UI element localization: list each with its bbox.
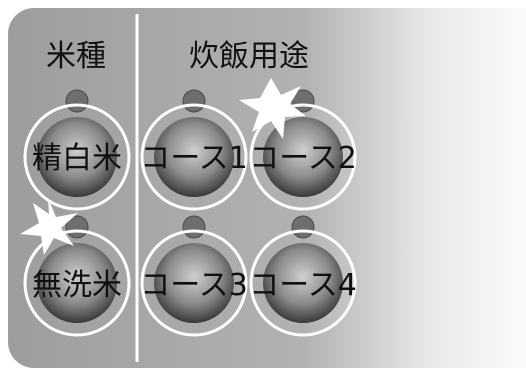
button-course-2[interactable]: コース2 bbox=[249, 89, 357, 211]
button-label: コース3 bbox=[140, 268, 248, 303]
indicator-lamp bbox=[182, 89, 206, 113]
button-ring bbox=[249, 229, 357, 337]
button-ring bbox=[140, 229, 248, 337]
indicator-lit-starburst bbox=[239, 78, 306, 139]
button-cap[interactable] bbox=[37, 243, 117, 323]
button-label: コース1 bbox=[140, 141, 248, 176]
button-label: コース2 bbox=[249, 141, 357, 176]
button-cap[interactable] bbox=[263, 243, 343, 323]
button-cap[interactable] bbox=[154, 117, 234, 197]
rice-type-header: 米種 bbox=[46, 39, 106, 74]
button-course-3[interactable]: コース3 bbox=[140, 215, 248, 337]
button-course-1[interactable]: コース1 bbox=[140, 89, 248, 211]
button-ring bbox=[23, 103, 131, 211]
button-musenmai[interactable]: 無洗米 bbox=[23, 215, 131, 337]
button-label: 精白米 bbox=[32, 141, 122, 176]
button-ring bbox=[140, 103, 248, 211]
indicator-lamp bbox=[65, 89, 89, 113]
indicator-lamp bbox=[182, 215, 206, 239]
indicator-lit-starburst bbox=[20, 198, 78, 255]
indicator-lamp bbox=[291, 215, 315, 239]
button-cap[interactable] bbox=[154, 243, 234, 323]
button-label: コース4 bbox=[249, 268, 357, 303]
button-ring bbox=[23, 229, 131, 337]
button-cap[interactable] bbox=[37, 117, 117, 197]
button-ring bbox=[249, 103, 357, 211]
button-label: 無洗米 bbox=[32, 268, 122, 303]
cooking-use-header: 炊飯用途 bbox=[189, 39, 309, 74]
button-seihakumai[interactable]: 精白米 bbox=[23, 89, 131, 211]
button-course-4[interactable]: コース4 bbox=[249, 215, 357, 337]
